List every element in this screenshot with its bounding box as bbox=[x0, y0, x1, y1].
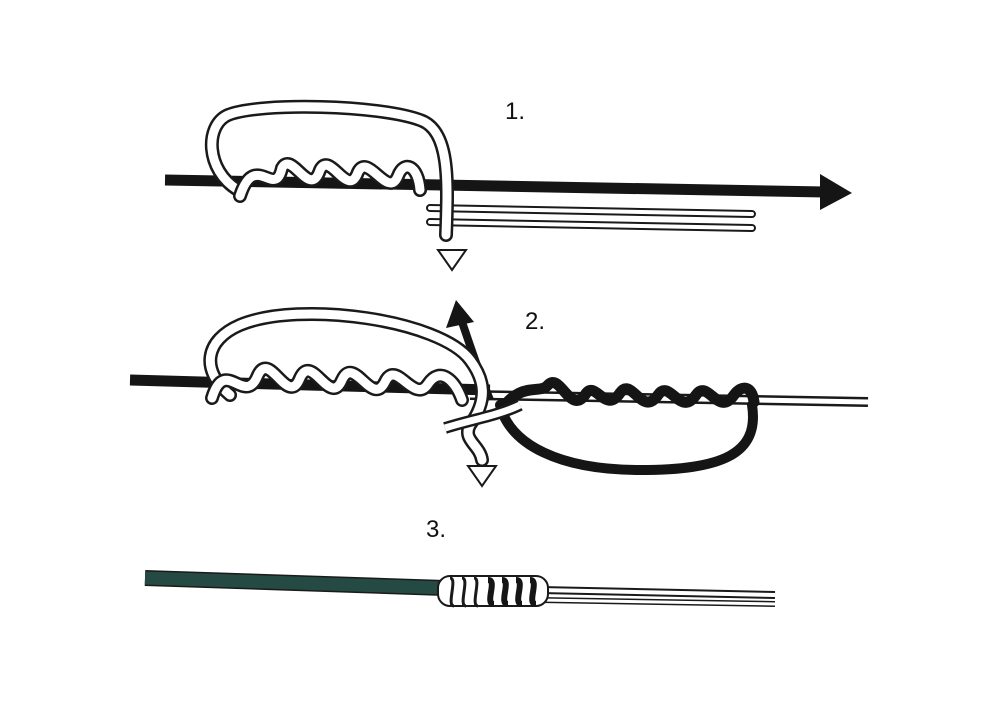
step-1-illustration bbox=[164, 99, 852, 272]
step2-dark-wraps bbox=[494, 377, 760, 418]
step2-dark-loop bbox=[495, 400, 758, 476]
step-2-illustration bbox=[129, 300, 869, 488]
step2-white-wraps bbox=[205, 361, 469, 407]
step1-down-arrow bbox=[436, 249, 468, 272]
step2-up-arrow-head bbox=[446, 300, 474, 328]
step-3-illustration bbox=[144, 570, 776, 608]
step3-finished-knot bbox=[437, 575, 549, 608]
step2-down-arrow bbox=[466, 465, 498, 488]
step-2-label: 2. bbox=[525, 308, 546, 335]
step1-arrow-head bbox=[820, 174, 852, 210]
step-3-label: 3. bbox=[426, 516, 447, 543]
step-1-label: 1. bbox=[505, 98, 526, 125]
step1-wraps bbox=[233, 157, 427, 203]
